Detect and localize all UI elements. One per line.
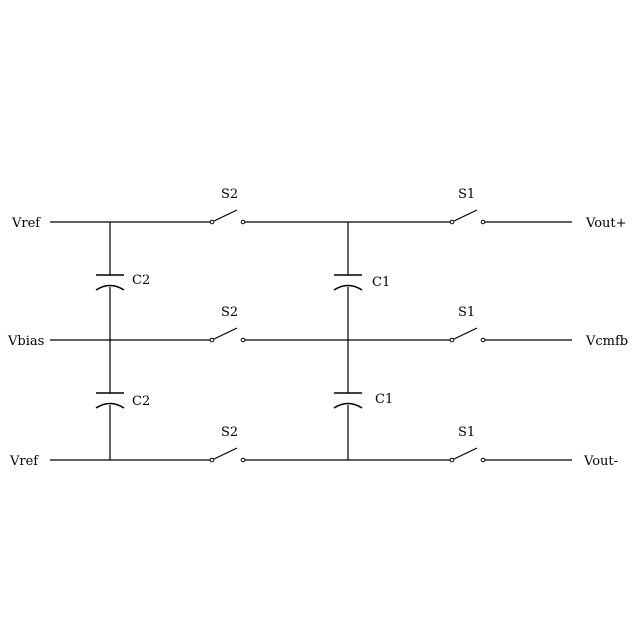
capacitor-c1-lower xyxy=(333,392,363,409)
switch-label-s1-top: S1 xyxy=(458,187,475,202)
switch-label-s2-bottom: S2 xyxy=(221,425,238,440)
output-label-vout-plus: Vout+ xyxy=(585,216,627,231)
input-label-vbias: Vbias xyxy=(7,334,44,349)
capacitor-c1-upper xyxy=(333,274,363,291)
switch-s1-middle xyxy=(449,327,486,343)
capacitor-label-c1-upper: C1 xyxy=(372,275,390,290)
switch-label-s2-top: S2 xyxy=(221,187,238,202)
switch-label-s2-middle: S2 xyxy=(221,305,238,320)
capacitor-c2-lower xyxy=(95,392,125,409)
switch-label-s1-bottom: S1 xyxy=(458,425,475,440)
switch-s2-top xyxy=(209,209,246,225)
output-label-vout-minus: Vout- xyxy=(583,454,618,469)
output-label-vcmfb: Vcmfb xyxy=(585,334,628,349)
input-label-vref-bottom: Vref xyxy=(9,454,39,469)
capacitor-label-c2-lower: C2 xyxy=(132,394,150,409)
switch-s1-top xyxy=(449,209,486,225)
switch-s2-middle xyxy=(209,327,246,343)
switch-label-s1-middle: S1 xyxy=(458,305,475,320)
capacitor-label-c2-upper: C2 xyxy=(132,273,150,288)
switch-s1-bottom xyxy=(449,447,486,463)
capacitor-label-c1-lower: C1 xyxy=(375,392,393,407)
input-label-vref-top: Vref xyxy=(11,216,41,231)
capacitor-c2-upper xyxy=(95,274,125,291)
switch-s2-bottom xyxy=(209,447,246,463)
